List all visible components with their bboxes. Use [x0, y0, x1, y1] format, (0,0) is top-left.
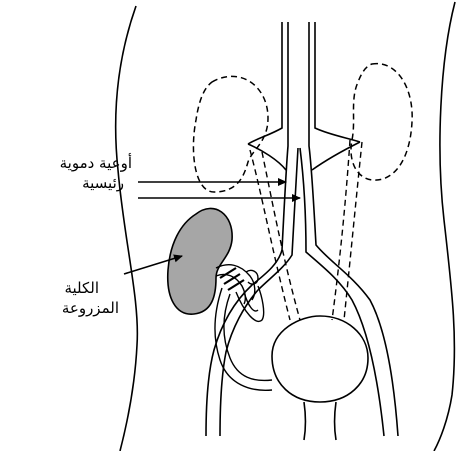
transplant-loop-inner — [244, 292, 258, 311]
body-outline — [116, 2, 455, 451]
urethra-left — [304, 402, 306, 440]
vessel-v-left — [248, 144, 286, 170]
bladder-body — [272, 316, 368, 402]
bladder — [272, 316, 368, 440]
transplanted-kidney-group — [168, 208, 272, 390]
label-major-vessels-line1: أوعية دموية — [4, 154, 132, 173]
body-left-contour — [116, 6, 138, 451]
label-major-vessels-line2: رئيسية — [4, 174, 124, 193]
label-transplanted-kidney-line2: المزروعة — [4, 299, 119, 318]
vessel-ring-marker — [246, 270, 258, 284]
anastomosis-clamps — [220, 268, 244, 290]
body-right-contour — [434, 2, 455, 451]
ureter-left-a — [250, 150, 290, 320]
transplanted-kidney — [168, 208, 232, 314]
vessel-v-right — [312, 142, 360, 170]
ureter-right-b — [344, 142, 362, 320]
label-transplanted-kidney-line1: الكلية — [4, 279, 99, 298]
vessel-inner-right — [309, 22, 398, 436]
ureter-left-b — [262, 152, 300, 320]
great-vessels — [206, 22, 398, 436]
urethra-right — [335, 402, 337, 440]
